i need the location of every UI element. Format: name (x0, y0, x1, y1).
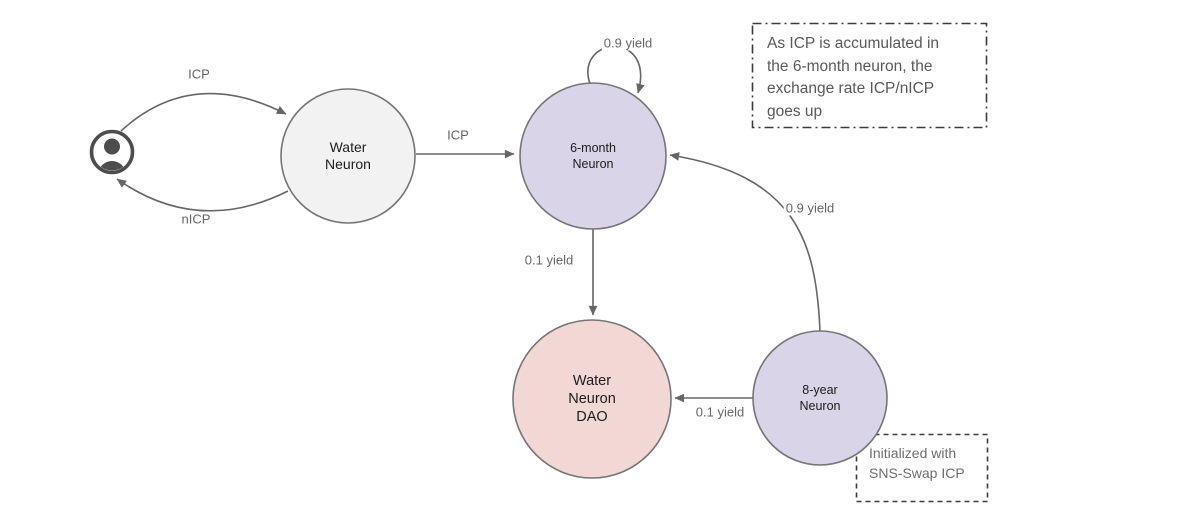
water-neuron-dao-label: Water Neuron DAO (568, 373, 616, 425)
edge-label-yield-six-month-to-dao: 0.1 yield (522, 252, 576, 268)
water-neuron-dao-node (512, 319, 672, 479)
eight-year-neuron-node (752, 330, 888, 466)
edge-water-to-user (116, 178, 289, 212)
edge-label-nicp-water-to-user: nICP (179, 211, 213, 227)
edge-label-icp-water-to-six-month: ICP (445, 127, 471, 143)
water-neuron-label: Water Neuron (325, 139, 371, 172)
six-month-neuron-node (519, 82, 667, 230)
edge-label-yield-eight-year-to-dao: 0.1 yield (693, 404, 747, 420)
edge-user-to-water (120, 92, 287, 132)
six-month-neuron-label: 6-month Neuron (570, 141, 616, 171)
edge-label-yield-self-loop: 0.9 yield (601, 35, 655, 51)
edge-label-icp-user-to-water: ICP (186, 66, 212, 82)
edge-eight-year-to-six-month (669, 152, 821, 332)
user-avatar-icon (89, 129, 135, 175)
exchange-rate-note-border (751, 22, 988, 129)
init-note-border (855, 433, 989, 503)
exchange-rate-note: As ICP is accumulated in the 6-month neu… (767, 35, 940, 120)
edge-label-yield-eight-year-to-six-month: 0.9 yield (783, 200, 837, 216)
water-neuron-node (280, 88, 416, 224)
init-note: Initialized with SNS-Swap ICP (869, 445, 965, 481)
eight-year-neuron-label: 8-year Neuron (799, 383, 841, 413)
